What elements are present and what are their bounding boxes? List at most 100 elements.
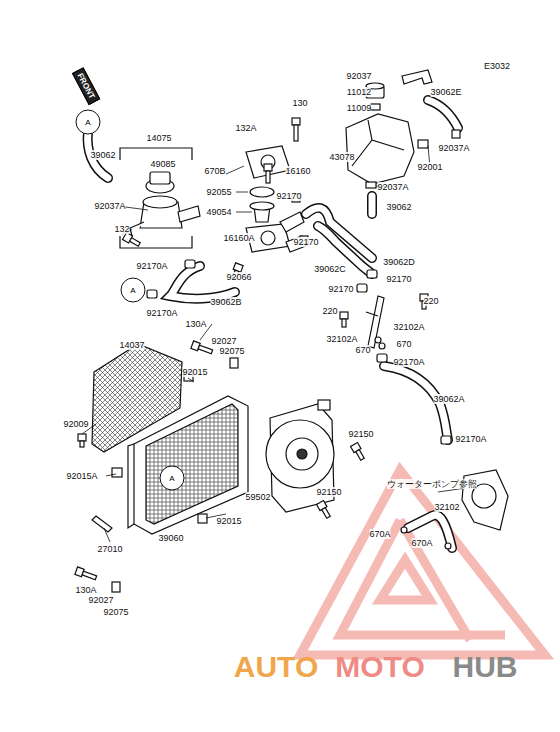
callout-number: 92009	[63, 419, 88, 429]
callout-number: 16160	[285, 166, 310, 176]
node-text: FRONT	[76, 72, 97, 101]
hose-clamp	[357, 284, 367, 292]
callout-number: 92170A	[136, 261, 167, 271]
bolt	[123, 233, 142, 248]
radiator	[134, 396, 248, 534]
pipe	[368, 296, 384, 348]
callout-number: 39062E	[430, 87, 461, 97]
callout-number: 11009	[347, 103, 371, 113]
bolt	[317, 501, 332, 520]
callout-number: 92170A	[455, 434, 486, 444]
watermark: HUB	[453, 651, 518, 683]
callout-number: 39062D	[383, 257, 415, 267]
bolt	[340, 312, 348, 327]
watermark: AUTO	[234, 651, 318, 683]
callout-number: 49054	[206, 207, 231, 217]
callout-number: 130	[292, 98, 307, 108]
callout-number: 92075	[103, 607, 128, 617]
o-ring	[401, 527, 407, 533]
callout-number: 14075	[146, 133, 171, 143]
radiator-cap	[150, 172, 170, 184]
callout-number: 220	[322, 306, 337, 316]
callout-number: 220	[423, 296, 438, 306]
reference-circle: A	[121, 278, 146, 303]
callout-number: 39062B	[210, 297, 241, 307]
hose-inner	[369, 196, 376, 214]
hose-clamp	[147, 290, 157, 298]
callout-number: 27010	[97, 544, 122, 554]
callout-number: 92170A	[393, 357, 424, 367]
thermostat-housing-lower	[261, 231, 275, 245]
filler-tab	[130, 222, 144, 236]
callout-number: 92170A	[146, 308, 177, 318]
callout-number: 92170	[386, 274, 411, 284]
hose-inner	[428, 100, 458, 128]
callout-number: 92170	[276, 191, 301, 201]
filler-neck	[143, 196, 177, 208]
callout-number: 92150	[348, 429, 373, 439]
callout-number: 92037A	[377, 182, 408, 192]
radiator-tank	[128, 444, 134, 528]
callout-number: 92170	[293, 237, 318, 247]
fan-hub	[297, 449, 307, 459]
callout-number: 92037A	[438, 143, 469, 153]
bolt	[78, 434, 86, 447]
callout-number: 92066	[226, 272, 251, 282]
grommet	[198, 514, 207, 523]
watermark: MOTO	[335, 651, 424, 683]
leader-line	[104, 528, 110, 542]
callout-number: 670A	[411, 538, 432, 548]
callout-number: 92170	[328, 284, 353, 294]
callout-number: 92001	[417, 162, 442, 172]
collar	[112, 582, 120, 592]
leader-line	[188, 378, 194, 382]
leader-line	[236, 212, 252, 213]
node-text: A	[122, 279, 145, 302]
callout-number: 39062	[90, 150, 115, 160]
reference-circle: A	[160, 466, 185, 491]
callout-number: 92150	[316, 487, 341, 497]
reference-circle: A	[76, 110, 101, 135]
hose	[367, 196, 377, 214]
callout-number: 92037A	[94, 201, 125, 211]
callout-number: 92075	[219, 346, 244, 356]
filler-outlet	[178, 206, 200, 222]
callout-number: 132	[114, 224, 129, 234]
figure-code: E3032	[484, 61, 510, 71]
callout-number: 39062	[386, 202, 411, 212]
connector-plug	[318, 400, 330, 410]
cap-seal	[370, 104, 380, 110]
o-ring	[379, 343, 385, 349]
callout-number: 32102A	[326, 334, 357, 344]
callout-number: 59502	[245, 492, 270, 502]
tank-bolt	[418, 140, 428, 148]
hose-clamp	[367, 270, 377, 278]
hose-clamp	[441, 436, 451, 444]
node-text: A	[77, 111, 100, 134]
clamp	[452, 130, 460, 138]
callout-number: 130A	[75, 585, 96, 595]
leader-line	[226, 166, 244, 174]
clamp	[366, 182, 376, 188]
callout-number: 670	[396, 339, 411, 349]
callout-number: 39062C	[314, 264, 346, 274]
hose-clamp	[377, 354, 387, 362]
callout-number: 32102	[434, 502, 459, 512]
fan-switch	[92, 516, 112, 532]
fan-motor	[286, 438, 318, 470]
callout-number: 92055	[206, 187, 231, 197]
callout-number: 39060	[158, 533, 183, 543]
callout-number: 92015A	[66, 471, 97, 481]
reservoir-tank	[346, 114, 414, 184]
callout-number: 130A	[185, 319, 206, 329]
o-ring	[375, 337, 381, 343]
callout-number: 92027	[88, 595, 113, 605]
callout-number: 670	[355, 345, 370, 355]
bolt	[75, 567, 97, 582]
leader-line	[236, 192, 248, 193]
grommet	[112, 468, 122, 477]
housing-outlet	[280, 212, 304, 232]
callout-number: 670A	[369, 529, 390, 539]
callout-number: 132A	[235, 123, 256, 133]
